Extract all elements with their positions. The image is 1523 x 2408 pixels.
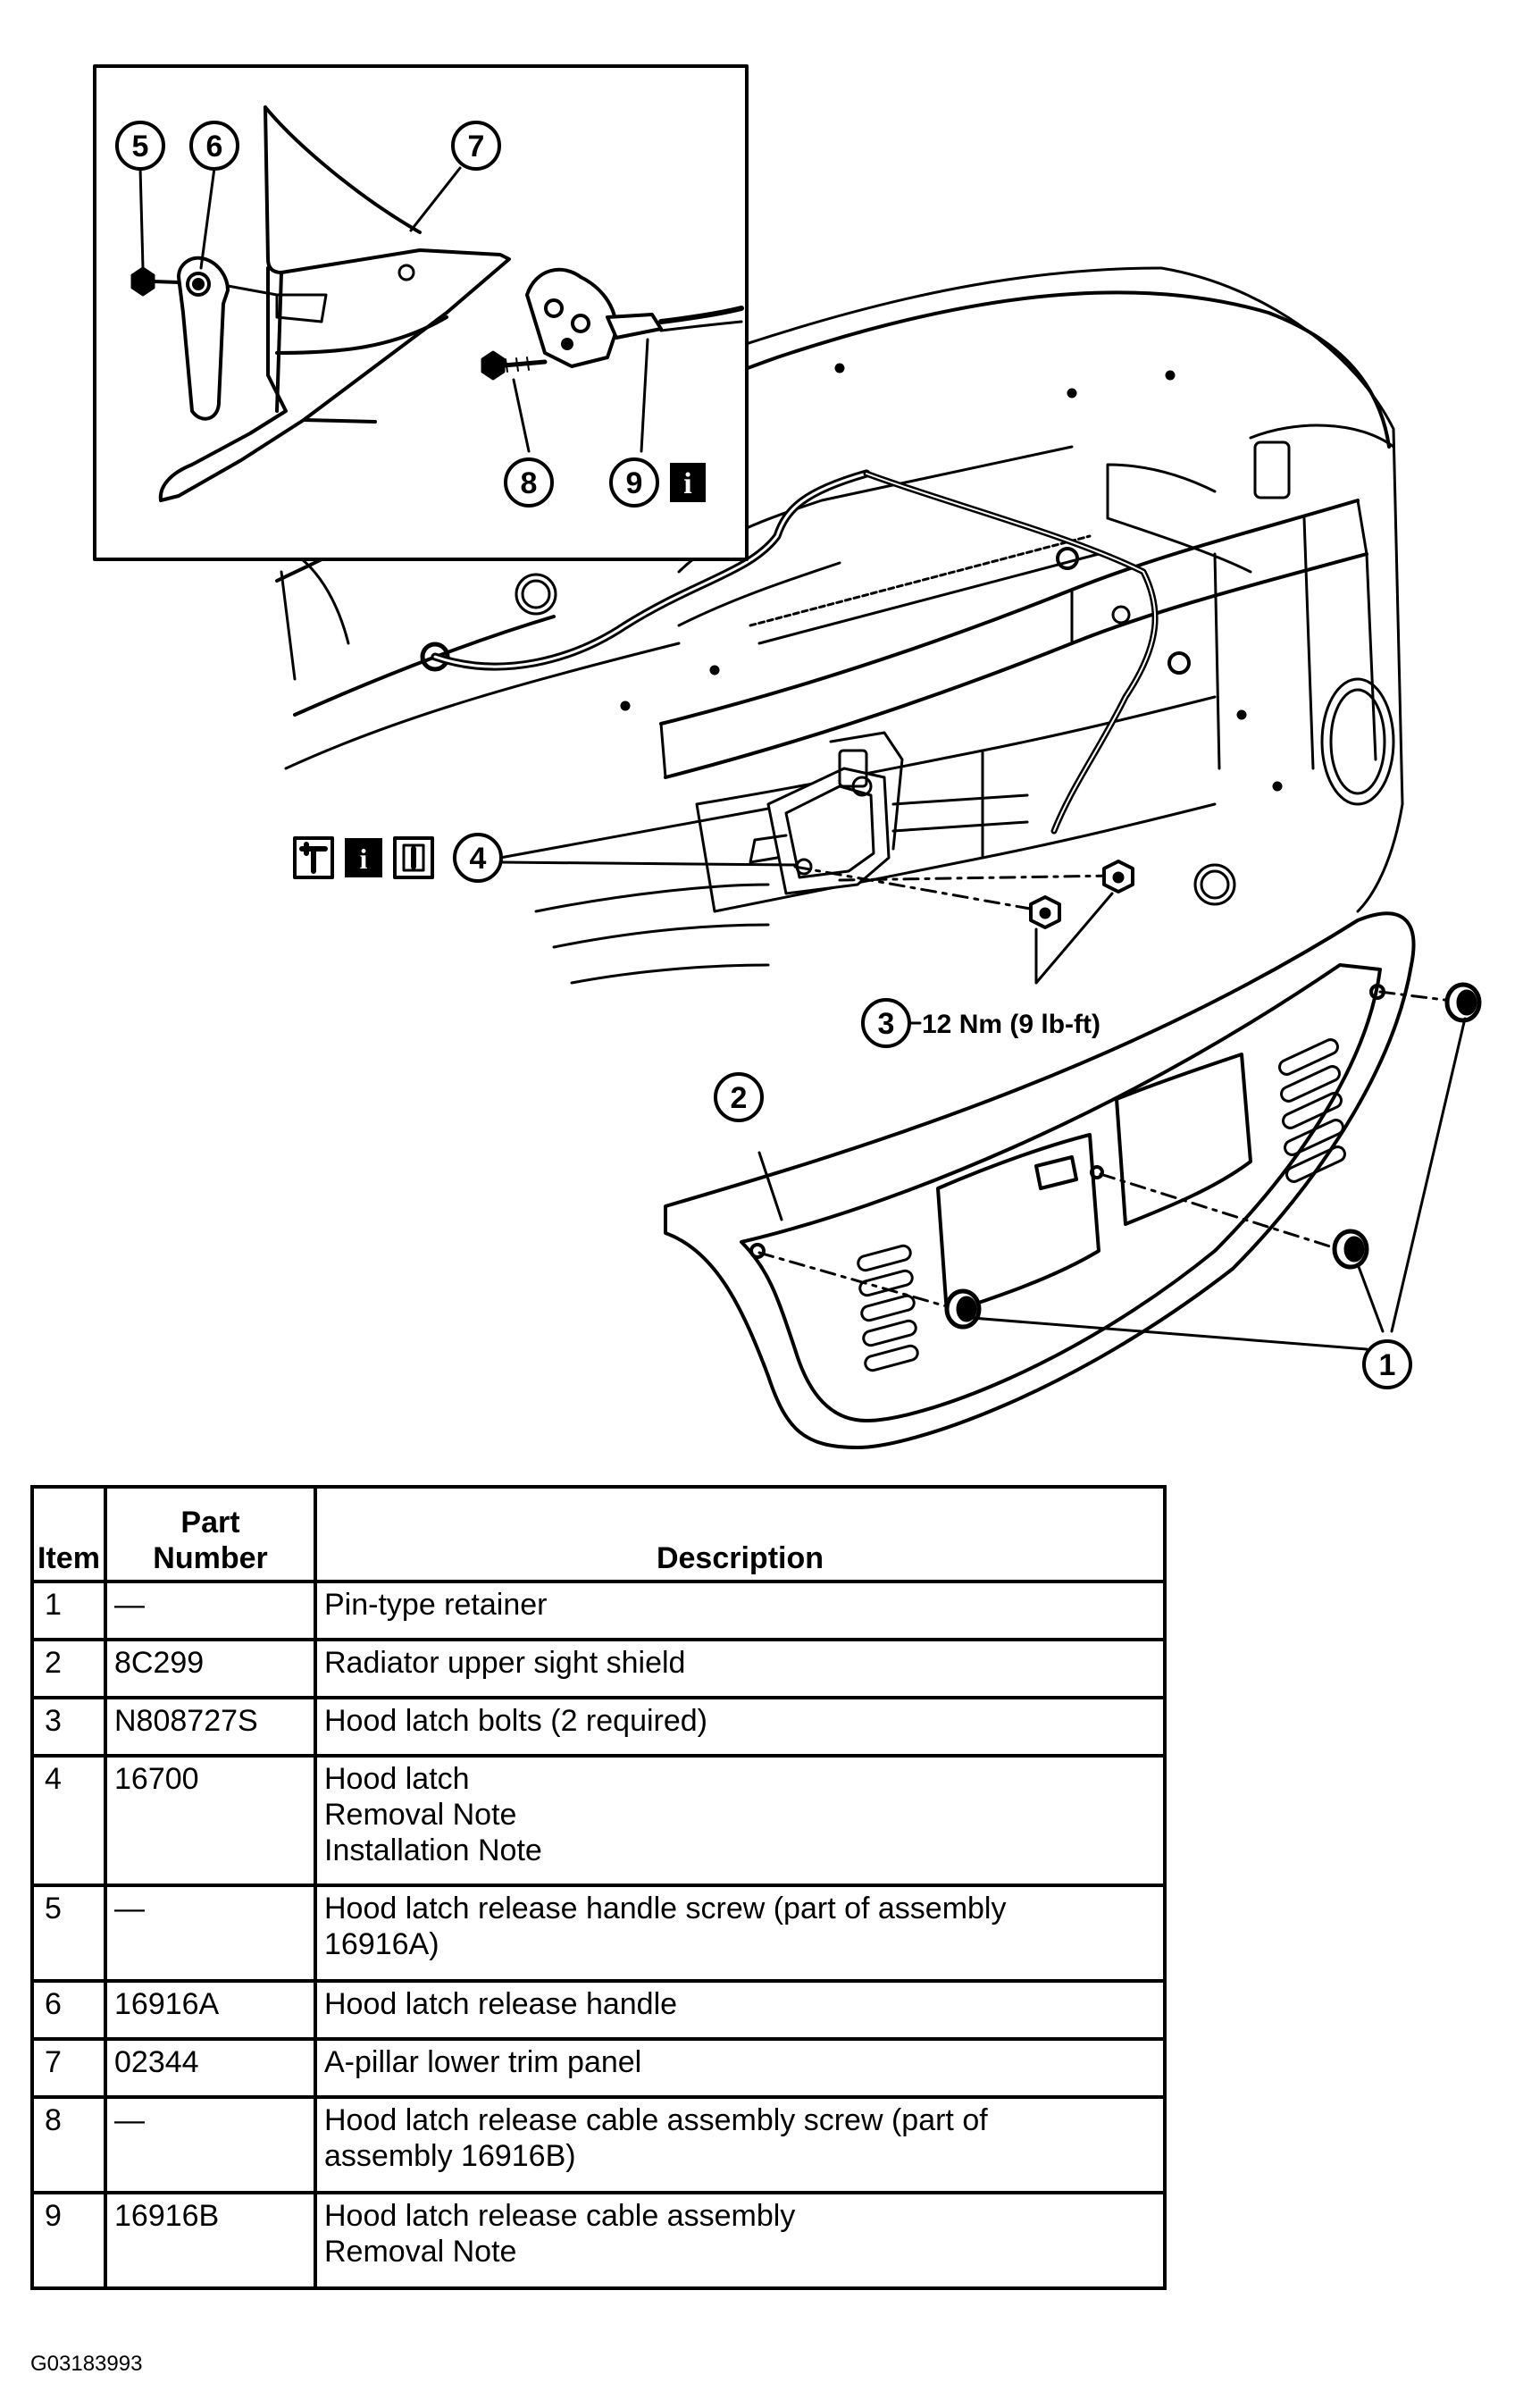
desc-line: Hood latch release cable assembly [324, 2199, 796, 2233]
callout-9-info-glyph: i [683, 467, 691, 500]
desc-line: 16916A) [324, 1927, 439, 1961]
hood-latch-exploded-diagram: 1 2 3 12 Nm (9 lb-ft) 4 5 6 7 8 9 i [93, 64, 1482, 1449]
desc-line: Radiator upper sight shield [324, 1646, 686, 1680]
removal-note-link[interactable]: Removal Note [324, 1798, 517, 1832]
desc-line: A-pillar lower trim panel [324, 2045, 642, 2079]
parts-table: Item Part Number Description 1 — Pin-typ… [30, 1485, 1167, 2290]
callout-8: 8 [504, 457, 554, 508]
hood-latch-release-handle [177, 256, 328, 421]
callout-9: 9 [609, 457, 659, 508]
header-item: Item [30, 1485, 107, 1583]
desc-line: Hood latch bolts (2 required) [324, 1704, 708, 1738]
callout-3: 3 12 Nm (9 lb-ft) [861, 998, 1100, 1048]
hood-latch-release-cable-assembly [525, 267, 744, 368]
callout-1-label: 1 [1379, 1348, 1396, 1382]
table-row: 3 N808727S Hood latch bolts (2 required) [30, 1696, 1167, 1758]
desc-line: Hood latch release handle [324, 1987, 678, 2021]
table-row: 7 02344 A-pillar lower trim panel [30, 2037, 1167, 2099]
desc-line: Hood latch release handle screw (part of… [324, 1892, 1007, 1926]
table-row: 2 8C299 Radiator upper sight shield [30, 1638, 1167, 1699]
row-description: Hood latch release handle [314, 1979, 1167, 2041]
info-note-icon: i [345, 838, 382, 877]
table-row: 1 — Pin-type retainer [30, 1580, 1167, 1641]
row-part-number: 16700 [104, 1754, 317, 1887]
figure-id: G03183993 [30, 2352, 143, 2376]
header-part-number-line2: Number [153, 1541, 268, 1575]
row-description: Radiator upper sight shield [314, 1638, 1167, 1699]
leader-lines [498, 807, 797, 1221]
row-part-number: 8C299 [104, 1638, 317, 1699]
desc-line: assembly 16916B) [324, 2139, 576, 2173]
table-row: 5 — Hood latch release handle screw (par… [30, 1884, 1167, 1983]
row-part-number: 16916A [104, 1979, 317, 2041]
row-item: 4 [30, 1754, 107, 1887]
table-header-row: Item Part Number Description [30, 1485, 1167, 1583]
removal-note-link[interactable]: Removal Note [324, 2235, 517, 2269]
desc-line: Hood latch [324, 1762, 470, 1796]
pin-type-retainers [757, 982, 1482, 1351]
callout-9-label: 9 [626, 466, 643, 500]
row-item: 3 [30, 1696, 107, 1758]
callout-6: 6 [189, 121, 239, 171]
row-description: Hood latch release cable assembly screw … [314, 2095, 1167, 2194]
hood-latch-bolts [793, 860, 1134, 985]
callout-8-label: 8 [521, 466, 538, 500]
header-description: Description [314, 1485, 1167, 1583]
callout-5-label: 5 [132, 130, 149, 164]
callout-6-label: 6 [206, 130, 223, 164]
callout-3-label: 3 [878, 1007, 895, 1041]
vehicle-front-structure [275, 266, 1404, 985]
table-row: 9 16916B Hood latch release cable assemb… [30, 2191, 1167, 2290]
row-item: 7 [30, 2037, 107, 2099]
row-part-number: N808727S [104, 1696, 317, 1758]
row-description: Hood latch Removal Note Installation Not… [314, 1754, 1167, 1887]
row-item: 8 [30, 2095, 107, 2194]
row-description: Hood latch release cable assembly Remova… [314, 2191, 1167, 2290]
desc-line: Pin-type retainer [324, 1588, 548, 1622]
callout-7-label: 7 [468, 130, 485, 164]
row-part-number: — [104, 1580, 317, 1641]
row-item: 5 [30, 1884, 107, 1983]
row-description: A-pillar lower trim panel [314, 2037, 1167, 2099]
radiator-upper-sight-shield [664, 911, 1416, 1449]
callout-5: 5 [115, 121, 165, 171]
a-pillar-lower-trim-panel [158, 105, 511, 502]
table-row: 6 16916A Hood latch release handle [30, 1979, 1167, 2041]
removal-note-icon [293, 836, 334, 879]
callout-1: 1 [1362, 1339, 1412, 1389]
callout-2-label: 2 [731, 1081, 748, 1115]
callout-9-info-icon: i [670, 463, 706, 502]
installation-note-link[interactable]: Installation Note [324, 1833, 542, 1867]
info-note-glyph: i [360, 843, 368, 875]
row-part-number: 02344 [104, 2037, 317, 2099]
header-part-number-line1: Part [180, 1506, 240, 1540]
row-part-number: 16916B [104, 2191, 317, 2290]
header-part-number: Part Number [104, 1485, 317, 1583]
torque-label: 12 Nm (9 lb-ft) [922, 1010, 1100, 1039]
row-part-number: — [104, 2095, 317, 2194]
callout-4-label: 4 [470, 842, 487, 876]
row-description: Hood latch bolts (2 required) [314, 1696, 1167, 1758]
row-item: 2 [30, 1638, 107, 1699]
inset-detail-box [93, 64, 749, 561]
row-part-number: — [104, 1884, 317, 1983]
callout-2: 2 [714, 1072, 764, 1122]
row-item: 9 [30, 2191, 107, 2290]
callout-7: 7 [451, 121, 501, 171]
row-item: 6 [30, 1979, 107, 2041]
installation-note-icon [393, 836, 434, 879]
callout-4-note-icons: i [293, 836, 434, 879]
row-description: Pin-type retainer [314, 1580, 1167, 1641]
row-item: 1 [30, 1580, 107, 1641]
callout-4: 4 [453, 833, 503, 883]
row-description: Hood latch release handle screw (part of… [314, 1884, 1167, 1983]
table-row: 8 — Hood latch release cable assembly sc… [30, 2095, 1167, 2194]
hood-latch [749, 731, 1029, 895]
desc-line: Hood latch release cable assembly screw … [324, 2103, 988, 2137]
hood-latch-release-cable-assembly-screw [481, 350, 548, 381]
table-row: 4 16700 Hood latch Removal Note Installa… [30, 1754, 1167, 1887]
